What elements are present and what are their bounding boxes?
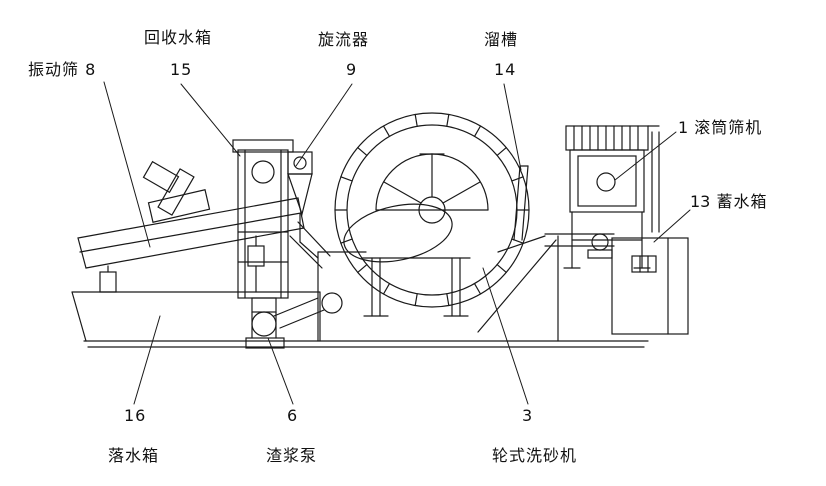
cyclone-shape [287,151,319,259]
label-storage-tank: 13 蓄水箱 [690,192,767,212]
label-storage-tank-number: 13 [690,192,711,211]
label-cyclone-number: 9 [346,60,358,79]
label-chute-name: 溜槽 [484,30,519,49]
label-vibrating-screen-name: 振动筛 [28,60,80,79]
label-recovery-water-tank-name: 回收水箱 [144,28,213,47]
label-drum-screen-number: 1 [678,118,689,137]
label-cyclone-name: 旋流器 [318,30,370,49]
recovery-water-tank-shape [232,139,294,299]
falling-water-tank-shape [71,291,321,342]
slurry-pump-shape [245,292,343,349]
label-falling-water-tank-name: 落水箱 [108,446,160,465]
screen-discharge-chute [289,221,331,269]
washer-tank-shape [317,235,559,342]
leader-lines [103,81,691,405]
label-drum-screen-name: 滚筒筛机 [694,118,763,137]
label-recovery-water-tank-number: 15 [170,60,193,79]
base-frame [83,340,649,348]
bucket-wheel-shape [334,112,530,317]
label-slurry-pump-number: 6 [287,406,299,425]
label-vibrating-screen: 振动筛 8 [28,60,95,80]
drum-screen-shape [563,125,660,269]
label-slurry-pump-name: 渣浆泵 [266,446,318,465]
label-storage-tank-name: 蓄水箱 [716,192,768,211]
chute-shape [513,165,529,241]
label-falling-water-tank-number: 16 [124,406,147,425]
storage-tank-shape [611,237,689,335]
vibrating-screen-shape [77,160,305,293]
label-wheel-sand-washer-name: 轮式洗砂机 [492,446,578,465]
label-vibrating-screen-number: 8 [85,60,96,79]
label-wheel-sand-washer-number: 3 [522,406,534,425]
label-chute-number: 14 [494,60,517,79]
label-drum-screen: 1 滚筒筛机 [678,118,762,138]
